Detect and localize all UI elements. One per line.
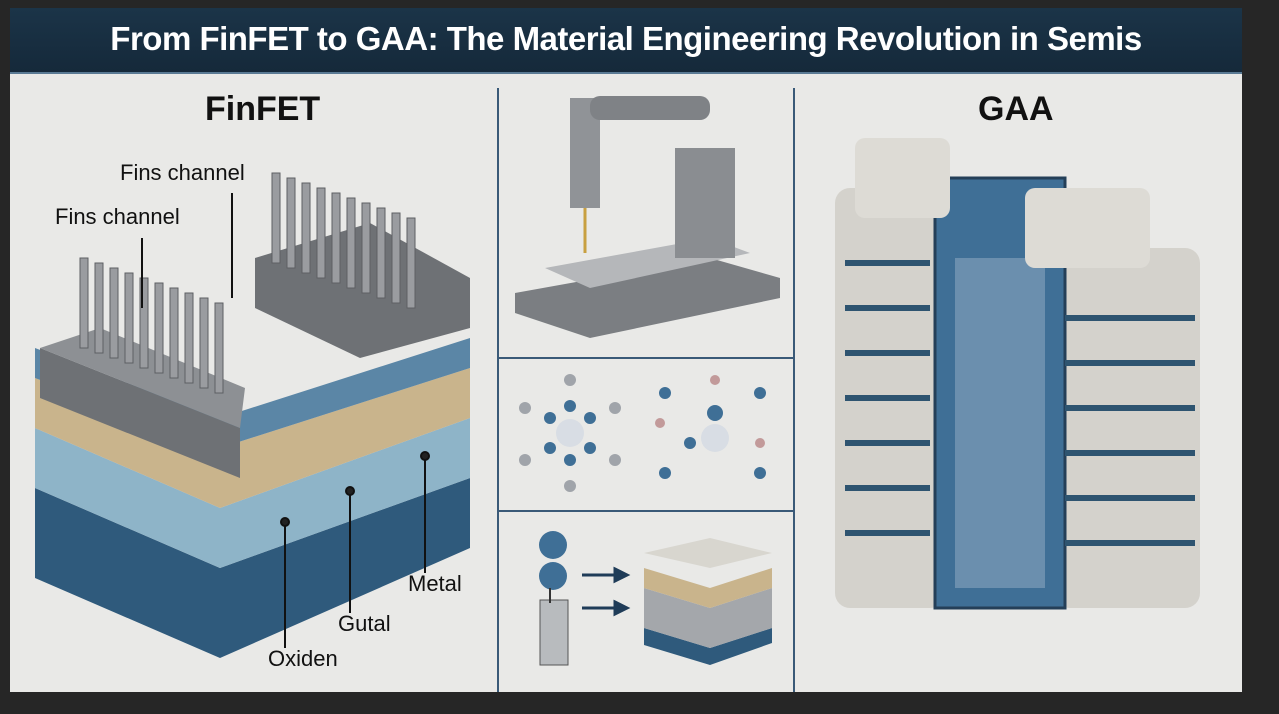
gaa-heading: GAA	[978, 90, 1054, 128]
divider	[498, 357, 794, 359]
title-bar: From FinFET to GAA: The Material Enginee…	[10, 8, 1242, 74]
page-title: From FinFET to GAA: The Material Enginee…	[110, 20, 1142, 57]
label-gutal: Gutal	[338, 611, 391, 636]
illustrations	[35, 96, 1200, 666]
divider	[497, 88, 499, 692]
infographic: From FinFET to GAA: The Material Enginee…	[10, 8, 1242, 692]
label-oxiden: Oxiden	[268, 646, 338, 671]
divider	[498, 510, 794, 512]
label-fins-channel: Fins channel	[120, 160, 245, 185]
label-metal: Metal	[408, 571, 462, 596]
deposition-machine-illustration	[515, 96, 780, 338]
finfet-illustration	[35, 172, 470, 658]
gaa-illustration	[835, 138, 1200, 610]
divider	[793, 88, 795, 692]
molecule-illustrations	[519, 374, 766, 492]
finfet-heading: FinFET	[205, 90, 321, 128]
label-fins-channel: Fins channel	[55, 204, 180, 229]
layer-stack-illustration	[539, 531, 772, 666]
